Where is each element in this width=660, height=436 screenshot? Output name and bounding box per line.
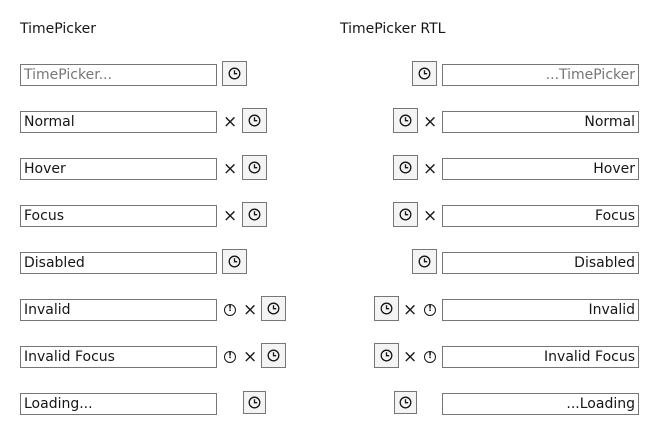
clock-button[interactable] (222, 61, 247, 86)
clock-button[interactable] (393, 202, 418, 227)
ltr-row-invalid: Invalid ! × (20, 296, 286, 323)
clear-icon[interactable]: × (223, 206, 238, 226)
timepicker-input: Loading... (20, 393, 217, 415)
clock-icon (399, 161, 412, 174)
timepicker-input[interactable]: Invalid Focus (442, 346, 639, 368)
clock-icon (399, 114, 412, 127)
ltr-row-loading: Loading... (20, 390, 280, 417)
clock-button (222, 249, 247, 274)
clock-icon (248, 208, 261, 221)
ltr-row-disabled: Disabled (20, 249, 280, 276)
timepicker-input[interactable]: TimePicker... (20, 64, 217, 86)
clear-icon[interactable]: × (403, 347, 418, 367)
clock-button[interactable] (393, 108, 418, 133)
clear-icon[interactable]: × (423, 206, 438, 226)
clock-button[interactable] (393, 155, 418, 180)
rtl-row-normal: × Normal (380, 108, 640, 135)
rtl-row-invalid-focus: × ! Invalid Focus (374, 343, 640, 370)
clock-icon (243, 391, 266, 414)
clock-button[interactable] (261, 296, 286, 321)
timepicker-input[interactable]: Invalid (20, 299, 217, 321)
clock-icon (267, 302, 280, 315)
error-icon: ! (224, 304, 236, 316)
clock-button[interactable] (412, 61, 437, 86)
clock-button[interactable] (242, 390, 267, 415)
rtl-row-placeholder: ...TimePicker (380, 61, 640, 88)
clock-button[interactable] (374, 296, 399, 321)
clear-icon[interactable]: × (423, 112, 438, 132)
rtl-row-hover: × Hover (380, 155, 640, 182)
clock-icon (394, 391, 417, 414)
clock-icon (228, 255, 241, 268)
clock-icon (418, 255, 431, 268)
timepicker-input[interactable]: Focus (442, 205, 639, 227)
clock-icon (380, 349, 393, 362)
timepicker-input[interactable]: ...TimePicker (442, 64, 639, 86)
rtl-row-loading: ...Loading (380, 390, 640, 417)
ltr-row-invalid-focus: Invalid Focus ! × (20, 343, 286, 370)
clock-icon (380, 302, 393, 315)
clock-icon (228, 67, 241, 80)
rtl-row-focus: × Focus (380, 202, 640, 229)
clock-button[interactable] (374, 343, 399, 368)
error-icon: ! (424, 304, 436, 316)
clear-icon[interactable]: × (223, 112, 238, 132)
clock-icon (399, 208, 412, 221)
clock-button[interactable] (242, 202, 267, 227)
timepicker-input[interactable]: Invalid Focus (20, 346, 217, 368)
timepicker-input[interactable]: Normal (442, 111, 639, 133)
clock-button[interactable] (261, 343, 286, 368)
clock-button (412, 249, 437, 274)
ltr-row-placeholder: TimePicker... (20, 61, 280, 88)
clear-icon[interactable]: × (243, 347, 258, 367)
rtl-row-disabled: Disabled (380, 249, 640, 276)
ltr-row-focus: Focus × (20, 202, 280, 229)
error-icon: ! (424, 351, 436, 363)
clear-icon[interactable]: × (403, 300, 418, 320)
clock-button[interactable] (242, 108, 267, 133)
timepicker-input[interactable]: Invalid (442, 299, 639, 321)
timepicker-input: Disabled (20, 252, 217, 274)
rtl-title: TimePicker RTL (340, 21, 446, 37)
timepicker-input[interactable]: Hover (442, 158, 639, 180)
clear-icon[interactable]: × (423, 159, 438, 179)
clear-icon[interactable]: × (243, 300, 258, 320)
timepicker-input[interactable]: Hover (20, 158, 217, 180)
clock-icon (248, 161, 261, 174)
clear-icon[interactable]: × (223, 159, 238, 179)
timepicker-input: Disabled (442, 252, 639, 274)
clock-button[interactable] (242, 155, 267, 180)
clock-icon (248, 114, 261, 127)
ltr-row-normal: Normal × (20, 108, 280, 135)
ltr-row-hover: Hover × (20, 155, 280, 182)
clock-icon (418, 67, 431, 80)
clock-button[interactable] (393, 390, 418, 415)
clock-icon (267, 349, 280, 362)
ltr-title: TimePicker (20, 21, 96, 37)
timepicker-input: ...Loading (442, 393, 639, 415)
timepicker-input[interactable]: Normal (20, 111, 217, 133)
timepicker-input[interactable]: Focus (20, 205, 217, 227)
rtl-row-invalid: × ! Invalid (374, 296, 640, 323)
error-icon: ! (224, 351, 236, 363)
